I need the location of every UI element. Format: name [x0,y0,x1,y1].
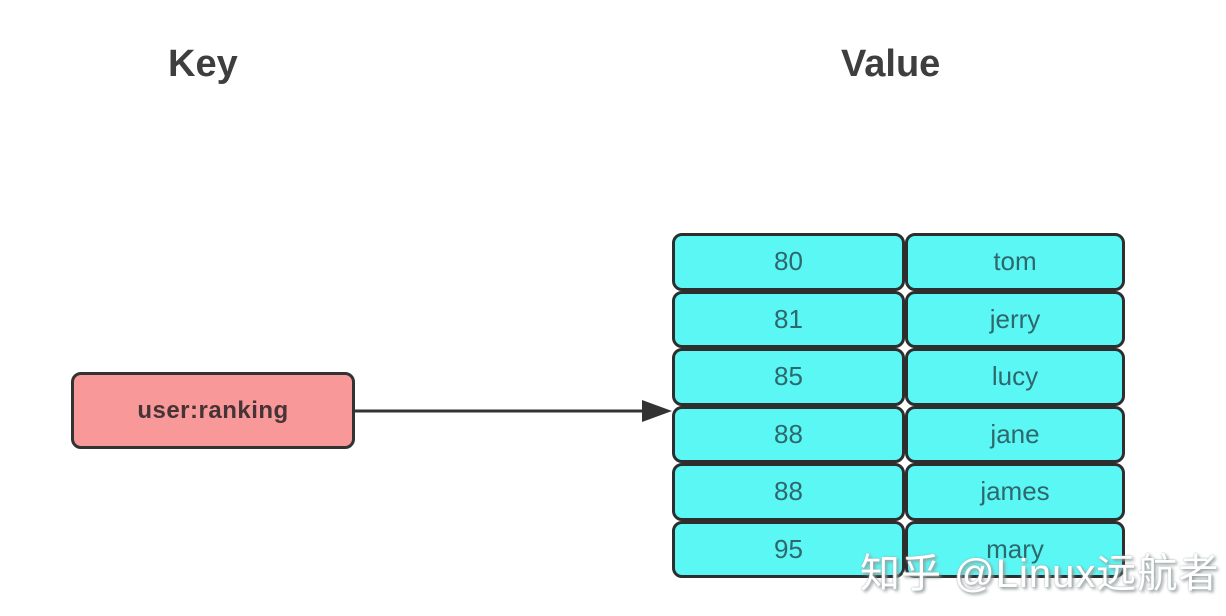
key-node: user:ranking [71,372,355,449]
table-cell-member: tom [905,233,1125,291]
table-cell-member: mary [905,520,1125,578]
arrow-connector-icon [352,400,672,422]
table-cell-score: 80 [672,233,905,291]
table-cell-member: jerry [905,290,1125,348]
table-cell-member: jane [905,405,1125,463]
key-node-label: user:ranking [137,396,289,424]
table-cell-member: lucy [905,348,1125,406]
table-cell-score: 95 [672,520,905,578]
table-cell-score: 81 [672,290,905,348]
table-cell-score: 85 [672,348,905,406]
value-heading: Value [841,43,941,85]
table-cell-score: 88 [672,463,905,521]
table-cell-member: james [905,463,1125,521]
table-cell-score: 88 [672,405,905,463]
key-heading: Key [168,43,238,85]
